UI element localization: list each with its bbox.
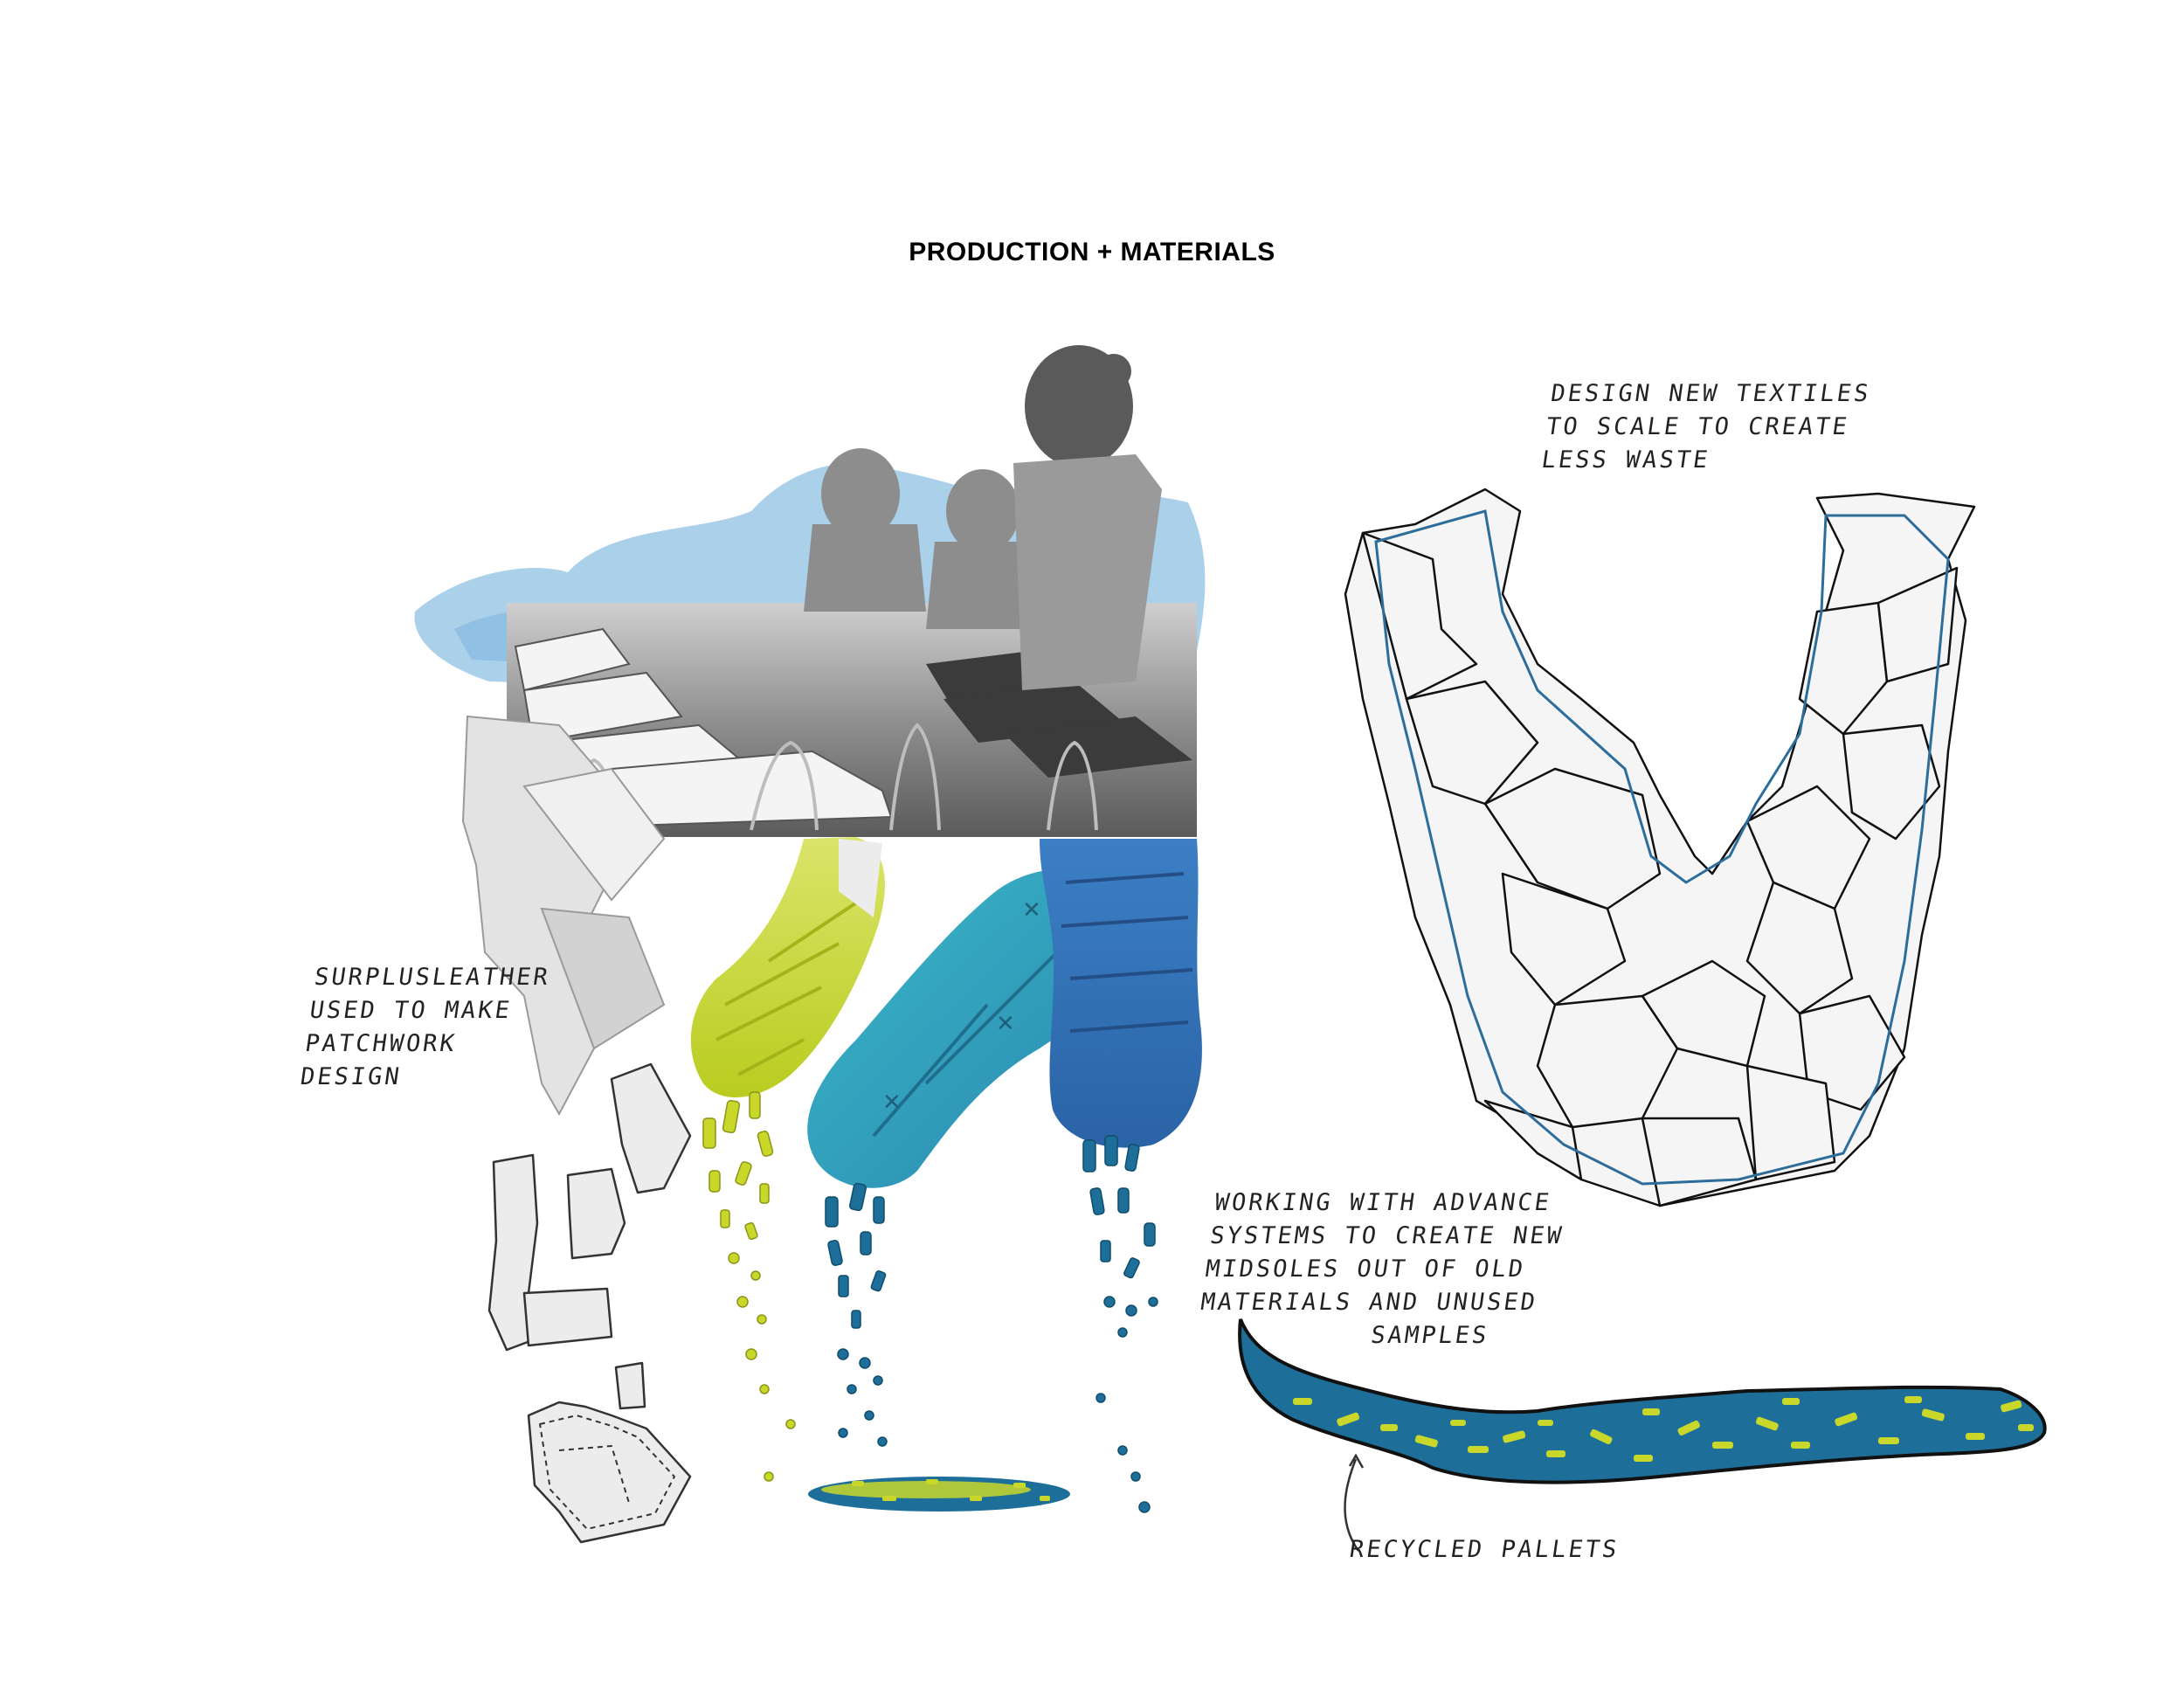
note-line: PATCHWORK: [303, 1030, 459, 1057]
leather-piece-sketches: [487, 1062, 692, 1544]
note-line: SURPLUSLEATHER: [312, 964, 552, 991]
note-line: LESS WASTE: [1539, 446, 1712, 474]
note-line: DESIGN NEW TEXTILES: [1549, 380, 1873, 407]
note-line: SYSTEMS TO CREATE NEW: [1208, 1222, 1565, 1249]
note-line: MATERIALS AND UNUSED: [1199, 1289, 1540, 1316]
svg-text:✕: ✕: [1022, 897, 1041, 924]
svg-text:✕: ✕: [996, 1011, 1015, 1037]
outsole-blue: [1040, 839, 1202, 1148]
falling-pellets: [702, 1091, 1158, 1513]
note-line: WORKING WITH ADVANCE: [1213, 1189, 1554, 1216]
note-recycled-pallets: RECYCLED PALLETS: [1347, 1536, 1621, 1563]
outsole-lime: [690, 837, 885, 1098]
leather-scraps-photo: [461, 715, 666, 1117]
note-line: SAMPLES: [1369, 1322, 1491, 1349]
note-surplus-leather: SURPLUSLEATHER USED TO MAKE PATCHWORK DE…: [298, 961, 552, 1094]
svg-text:✕: ✕: [882, 1090, 902, 1116]
textile-pattern-drawing: [1344, 488, 1976, 1207]
note-line: MIDSOLES OUT OF OLD: [1203, 1256, 1528, 1283]
note-line: TO SCALE TO CREATE: [1544, 413, 1851, 440]
note-line: DESIGN: [298, 1063, 404, 1090]
pellet-pile: [808, 1477, 1070, 1512]
note-line: USED TO MAKE: [308, 997, 514, 1024]
note-advance-midsoles: WORKING WITH ADVANCE SYSTEMS TO CREATE N…: [1194, 1186, 1571, 1352]
page-title: PRODUCTION + MATERIALS: [909, 238, 1275, 266]
recycled-midsole-sketch: [1238, 1318, 2047, 1552]
note-design-textiles: DESIGN NEW TEXTILES TO SCALE TO CREATE L…: [1539, 377, 1873, 477]
factory-workers-photo: [507, 345, 1197, 837]
